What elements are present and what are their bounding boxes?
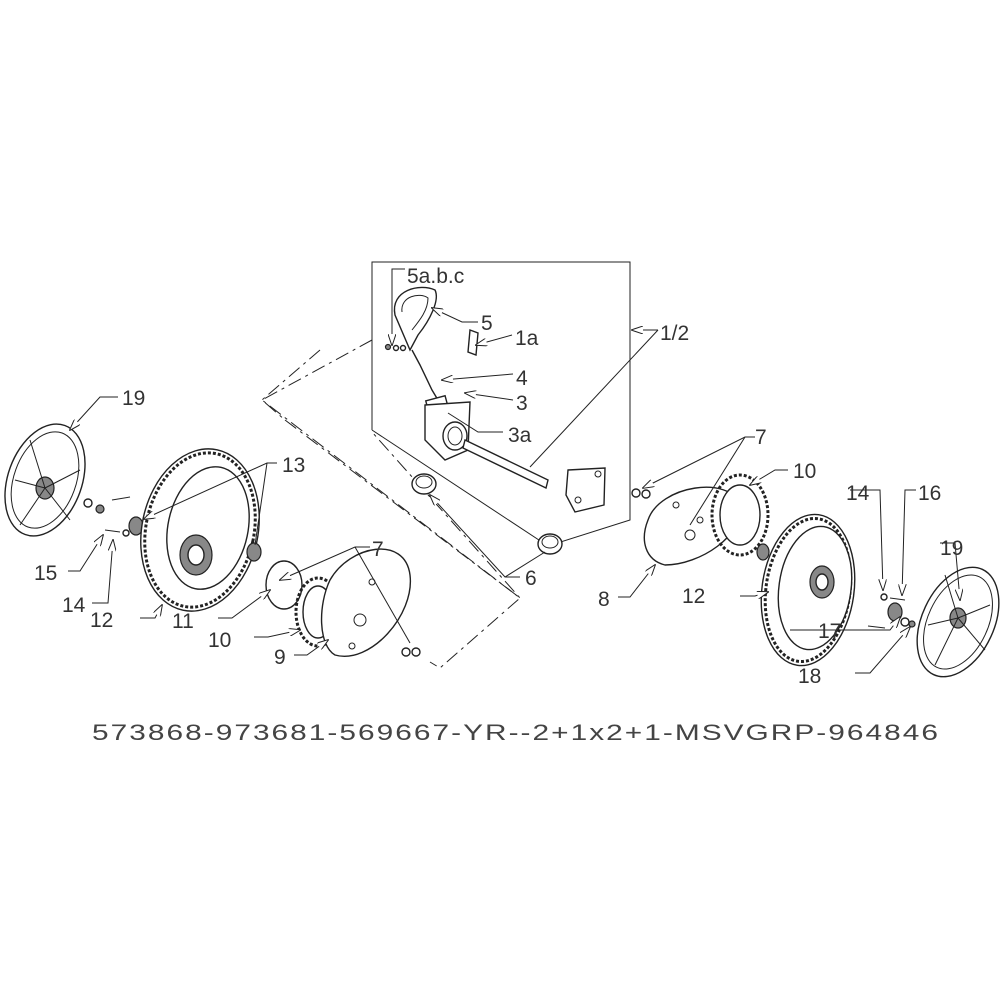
callout-5abc: 5a.b.c xyxy=(407,265,464,288)
right-clips xyxy=(631,488,651,499)
right-bearing xyxy=(756,543,770,561)
callout-14-right: 14 xyxy=(846,482,870,505)
adjuster-handle xyxy=(384,286,606,513)
callout-1a: 1a xyxy=(515,327,539,350)
callout-3a: 3a xyxy=(508,424,532,447)
callout-12-right: 12 xyxy=(682,585,705,608)
callout-7-left: 7 xyxy=(372,538,384,561)
callout-19-left: 19 xyxy=(122,387,145,410)
callout-12-left: 12 xyxy=(90,609,113,632)
left-fasteners xyxy=(83,496,144,537)
height-adjuster-assembly-box xyxy=(261,261,631,599)
right-wheel xyxy=(760,513,856,667)
callout-18: 18 xyxy=(798,665,821,688)
leader-lines xyxy=(68,268,960,674)
left-clips xyxy=(401,647,421,657)
callout-19-right: 19 xyxy=(940,537,963,560)
dash-boundary-left xyxy=(261,349,521,669)
callout-1-2: 1/2 xyxy=(660,322,689,345)
left-bearing xyxy=(246,542,262,562)
callout-9: 9 xyxy=(274,646,286,669)
callout-14-left: 14 xyxy=(62,594,86,617)
left-wheel xyxy=(140,448,260,612)
callout-15: 15 xyxy=(34,562,57,585)
callout-7-right: 7 xyxy=(755,426,767,449)
callout-4: 4 xyxy=(516,367,528,390)
callout-10-right: 10 xyxy=(793,460,816,483)
right-gear xyxy=(710,473,770,557)
left-gear-cover xyxy=(320,548,411,657)
left-hubcap xyxy=(4,423,86,537)
callout-13: 13 xyxy=(282,454,305,477)
callout-8: 8 xyxy=(598,588,610,611)
callout-17: 17 xyxy=(818,620,841,643)
callout-5: 5 xyxy=(481,312,493,335)
callout-6: 6 xyxy=(525,567,537,590)
right-hubcap xyxy=(916,566,1000,678)
callout-10-left: 10 xyxy=(208,629,231,652)
bushing-parts xyxy=(411,473,563,555)
callout-11: 11 xyxy=(172,610,194,633)
right-fasteners xyxy=(867,593,916,629)
callout-3: 3 xyxy=(516,392,528,415)
left-washer xyxy=(265,560,303,610)
callout-16: 16 xyxy=(918,482,941,505)
part-number-code: 573868-973681-569667-YR--2+1x2+1-MSVGRP-… xyxy=(92,720,940,745)
